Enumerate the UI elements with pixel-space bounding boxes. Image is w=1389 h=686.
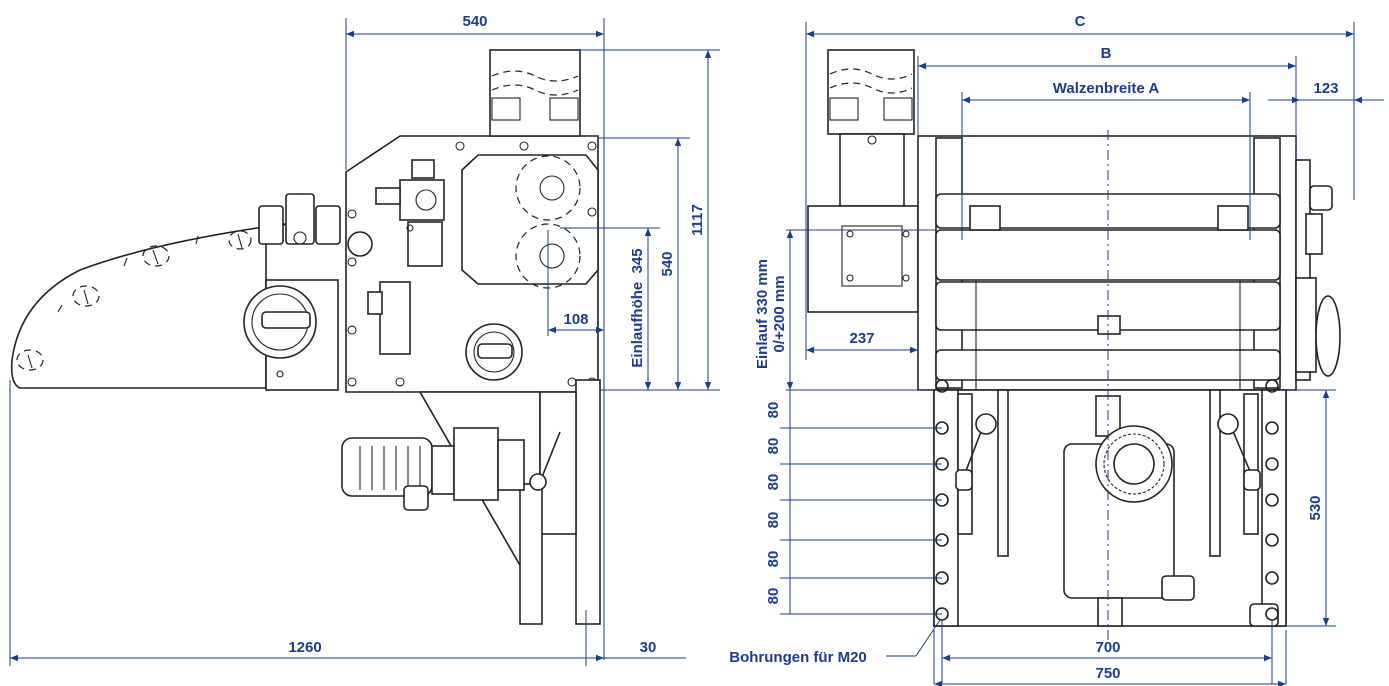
dim-80-6: 80 [765,588,782,605]
dim-237: 237 [849,330,874,347]
bolt-holes [347,141,597,387]
dim-108: 108 [563,311,588,328]
dim-einlauf-2: 0/+200 mm [771,275,788,352]
dimension-lines [9,18,1384,686]
dim-540-top: 540 [462,13,487,30]
dim-1117: 1117 [689,204,706,236]
label-bohrungen: Bohrungen für M20 [729,649,867,666]
dim-einlauf-1: Einlauf 330 mm [754,259,771,369]
dim-700: 700 [1095,639,1120,656]
dim-80-2: 80 [765,438,782,455]
gear [1095,425,1173,503]
dim-123: 123 [1313,80,1338,97]
dim-750: 750 [1095,665,1120,682]
dim-80-5: 80 [765,551,782,568]
inlet-table [10,221,301,389]
dim-530: 530 [1307,495,1324,520]
dim-C: C [1075,13,1086,30]
guide-block-3 [315,205,341,245]
dim-B: B [1101,45,1112,62]
front-view [807,49,1341,640]
upright-post [575,379,601,625]
dim-30: 30 [640,639,657,656]
dim-einlaufhoehe: Einlaufhöhe 345 [629,248,646,367]
table-slots [16,230,252,371]
dim-walzenbreite: Walzenbreite A [1053,80,1160,97]
dim-540-side: 540 [659,251,676,276]
dim-80-1: 80 [765,402,782,419]
guide-block-1 [258,205,284,245]
dim-80-4: 80 [765,512,782,529]
dim-1260: 1260 [288,639,321,656]
valve-block [379,281,411,355]
guide-block-2 [285,193,315,245]
side-view [10,49,601,625]
pressure-regulator [399,179,445,221]
pneumatic-top [411,159,435,179]
front-handwheel [1315,295,1341,377]
front-gearbox [807,205,919,313]
dimension-labels: 540 1260 30 108 1117 540 Einlaufhöhe 345… [288,13,1338,682]
top-motor [489,49,581,137]
dim-80-3: 80 [765,474,782,491]
